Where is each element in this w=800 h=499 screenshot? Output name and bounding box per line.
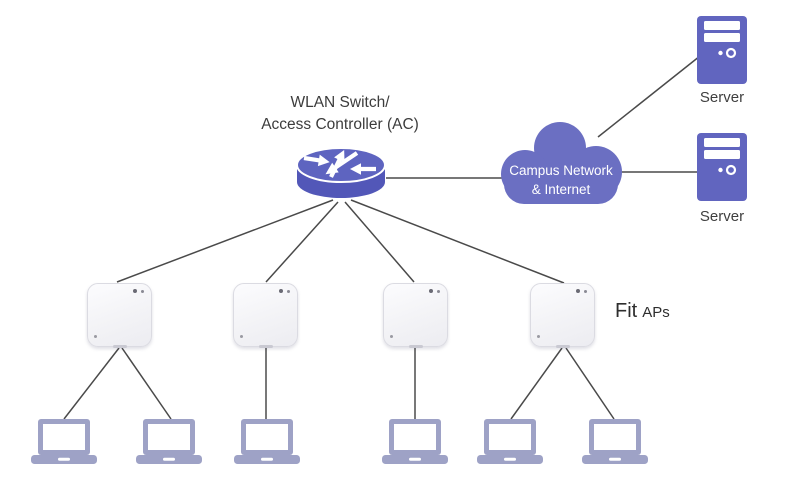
ap-led-icon — [287, 290, 290, 293]
link-ac-ap2 — [265, 201, 339, 283]
router-arrows — [303, 150, 376, 178]
server-led-ring — [725, 164, 737, 176]
ap-led-icon — [94, 335, 97, 338]
link-ac-ap4 — [350, 199, 565, 284]
laptop-icon-4 — [382, 419, 448, 465]
laptop-icon-1 — [31, 419, 97, 465]
ap-led-icon — [437, 290, 440, 293]
campus-network-cloud: Campus Network & Internet — [498, 118, 624, 206]
access-point-icon-2 — [233, 283, 298, 348]
server-led-ring — [725, 47, 737, 59]
ac-label-line1: WLAN Switch/ — [290, 94, 390, 111]
ac-label-line2: Access Controller (AC) — [261, 116, 419, 133]
server-icon-1 — [696, 15, 748, 85]
link-ap1-laptop2 — [121, 347, 172, 420]
laptop-icon-6 — [582, 419, 648, 465]
ap-mount — [555, 345, 570, 348]
laptop-icon-2 — [136, 419, 202, 465]
ap-mount — [408, 345, 423, 348]
server-led-dot — [718, 167, 723, 173]
server-led-dot — [718, 50, 723, 56]
ap-mount — [258, 345, 273, 348]
ap-led-icon — [240, 335, 243, 338]
access-point-icon-3 — [383, 283, 448, 348]
cloud-label: Campus Network & Internet — [498, 161, 624, 199]
server-label-1: Server — [699, 89, 745, 106]
ap-led-icon — [390, 335, 393, 338]
ap-led-icon — [576, 289, 580, 293]
link-cloud-server1 — [597, 55, 701, 138]
ac-label: WLAN Switch/ Access Controller (AC) — [220, 92, 460, 136]
fit-aps-label-main: Fit — [615, 300, 638, 322]
fit-aps-label-sub: APs — [642, 304, 670, 321]
laptop-icon-3 — [234, 419, 300, 465]
link-ac-ap1 — [116, 199, 334, 283]
cloud-label-line2: & Internet — [531, 182, 591, 197]
link-ac-ap3 — [344, 201, 415, 283]
server-icon-2 — [696, 132, 748, 202]
ap-led-icon — [141, 290, 144, 293]
access-point-icon-4 — [530, 283, 595, 348]
ap-led-icon — [584, 290, 587, 293]
link-ap1-laptop1 — [63, 347, 120, 420]
access-point-icon-1 — [87, 283, 152, 348]
ap-led-icon — [279, 289, 283, 293]
ap-led-icon — [429, 289, 433, 293]
cloud-label-line1: Campus Network — [509, 163, 613, 178]
ap-mount — [112, 345, 127, 348]
server-label-2: Server — [699, 208, 745, 225]
ap-led-icon — [133, 289, 137, 293]
cloud-icon — [501, 122, 622, 204]
laptop-icon-5 — [477, 419, 543, 465]
ap-led-icon — [537, 335, 540, 338]
link-ap4-laptop6 — [565, 347, 615, 420]
link-ap4-laptop5 — [510, 347, 563, 420]
router-icon — [295, 146, 387, 202]
